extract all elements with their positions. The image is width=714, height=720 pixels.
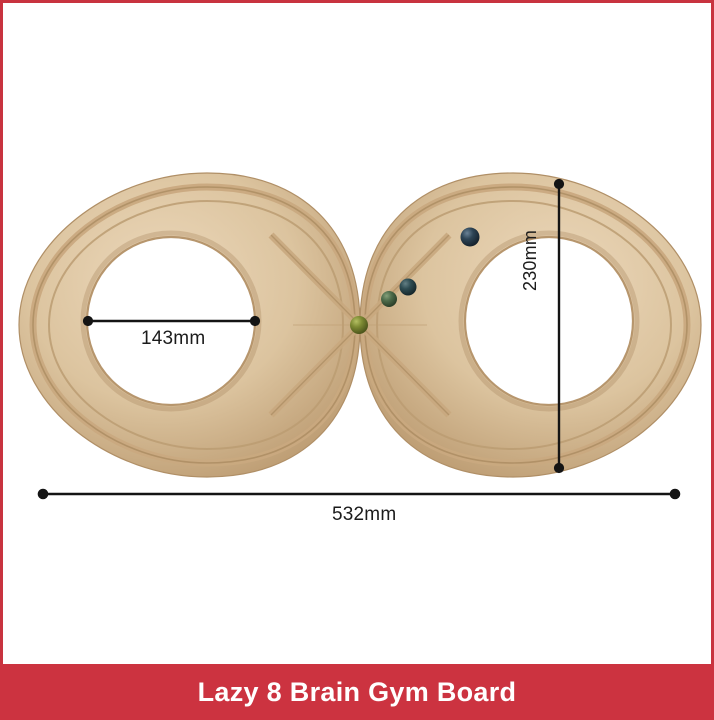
marble-teal: [399, 278, 417, 296]
product-photo: 143mm 230mm 532mm: [3, 3, 714, 669]
dimension-label-inner-diameter: 143mm: [141, 328, 206, 349]
dimension-lines: [37, 178, 681, 500]
board-right-lobe: [359, 172, 702, 478]
dimension-label-total-width: 532mm: [332, 504, 397, 525]
dimension-inner-diameter: [82, 315, 261, 327]
dimension-label-lobe-height: 230mm: [520, 229, 540, 291]
marble-center-olive: [350, 316, 368, 334]
marble-green: [381, 291, 397, 307]
marble-dark-blue: [460, 227, 480, 247]
product-title: Lazy 8 Brain Gym Board: [197, 676, 517, 707]
dimension-lobe-height: [553, 178, 565, 474]
photo-frame: 143mm 230mm 532mm: [0, 0, 714, 666]
board-left-lobe: [18, 172, 361, 478]
dimension-total-width: [37, 488, 681, 500]
marbles-group: [350, 227, 480, 334]
lazy-8-board-illustration: [18, 172, 702, 500]
caption-banner: Lazy 8 Brain Gym Board: [0, 664, 714, 720]
